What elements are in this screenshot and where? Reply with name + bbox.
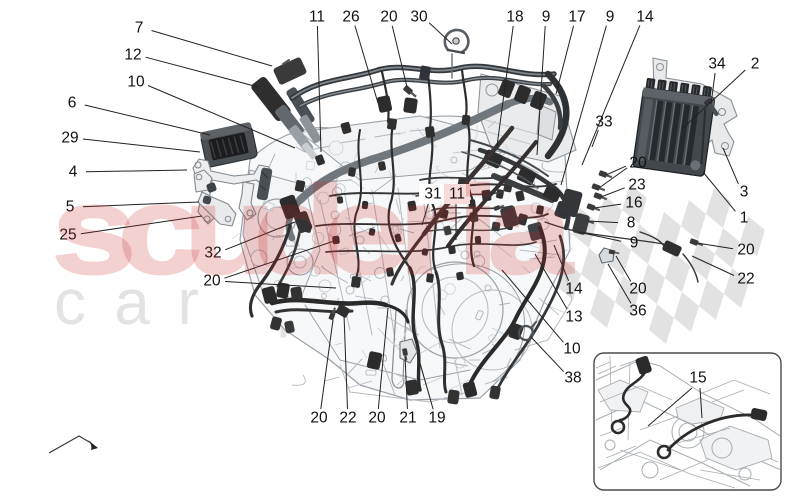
svg-text:r: r: [398, 160, 457, 300]
svg-text:s: s: [52, 160, 137, 300]
svg-text:20: 20: [368, 410, 386, 427]
svg-text:u: u: [183, 160, 276, 300]
svg-text:14: 14: [565, 281, 583, 298]
svg-text:16: 16: [625, 195, 642, 212]
svg-text:4: 4: [69, 164, 78, 181]
svg-text:2: 2: [751, 56, 760, 73]
svg-text:19: 19: [428, 410, 445, 427]
svg-text:23: 23: [628, 177, 645, 194]
svg-text:18: 18: [506, 9, 523, 26]
svg-text:20: 20: [629, 281, 647, 298]
svg-text:d: d: [253, 160, 346, 300]
svg-text:30: 30: [410, 9, 428, 26]
svg-text:33: 33: [595, 114, 612, 131]
svg-text:c: c: [54, 266, 86, 338]
svg-text:e: e: [324, 160, 409, 300]
svg-text:c: c: [118, 160, 203, 300]
svg-text:3: 3: [740, 184, 749, 201]
svg-text:a: a: [488, 160, 574, 300]
svg-text:21: 21: [399, 410, 416, 427]
svg-text:6: 6: [68, 95, 77, 112]
svg-text:36: 36: [629, 303, 646, 320]
svg-text:i: i: [457, 160, 499, 300]
svg-text:20: 20: [310, 410, 328, 427]
svg-text:17: 17: [568, 9, 585, 26]
svg-text:r: r: [177, 266, 198, 338]
svg-text:9: 9: [606, 9, 615, 26]
svg-text:25: 25: [59, 227, 76, 244]
svg-text:7: 7: [135, 20, 144, 37]
svg-text:32: 32: [204, 245, 221, 262]
svg-text:11: 11: [309, 9, 325, 26]
svg-text:29: 29: [61, 130, 78, 147]
svg-text:9: 9: [630, 235, 639, 252]
svg-text:31: 31: [424, 186, 441, 203]
svg-text:a: a: [114, 266, 150, 338]
svg-text:8: 8: [627, 215, 636, 232]
svg-text:26: 26: [342, 9, 359, 26]
svg-text:10: 10: [127, 74, 145, 91]
svg-text:20: 20: [737, 242, 755, 259]
svg-text:5: 5: [66, 199, 75, 216]
svg-text:14: 14: [636, 9, 654, 26]
svg-text:9: 9: [542, 9, 551, 26]
svg-text:34: 34: [708, 56, 726, 73]
svg-text:15: 15: [689, 370, 706, 387]
svg-text:10: 10: [563, 341, 581, 358]
svg-text:20: 20: [203, 273, 221, 290]
svg-text:22: 22: [339, 410, 356, 427]
svg-text:1: 1: [740, 210, 749, 227]
svg-text:20: 20: [629, 155, 647, 172]
svg-text:11: 11: [449, 186, 465, 203]
svg-text:38: 38: [564, 370, 581, 387]
svg-text:20: 20: [380, 9, 398, 26]
svg-text:13: 13: [565, 309, 582, 326]
svg-text:22: 22: [737, 271, 754, 288]
svg-text:12: 12: [124, 47, 141, 64]
